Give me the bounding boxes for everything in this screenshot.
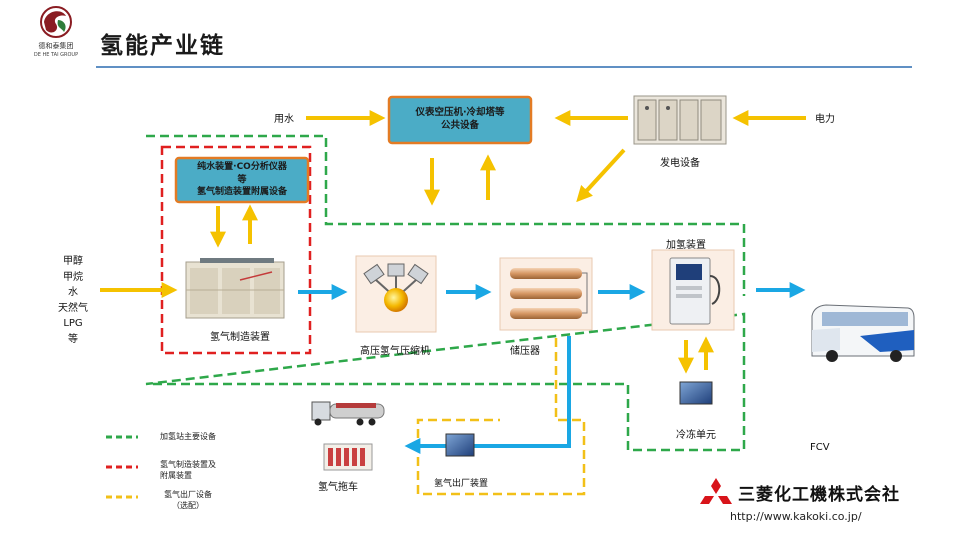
- storage-image: [499, 257, 593, 331]
- page-title: 氢能产业链: [100, 33, 225, 59]
- trailer-label: 氢气拖车: [318, 482, 358, 493]
- shipping-unit-label: 氢气出厂装置: [434, 479, 489, 489]
- feedstock-item: 天然气: [58, 302, 88, 314]
- storage-label: 储压器: [510, 346, 540, 357]
- company-logo: [40, 6, 72, 38]
- auxiliary-line: 纯水装置·CO分析仪器: [197, 162, 287, 172]
- dispenser-image: [651, 249, 735, 331]
- legend-label-red: 氢气制造装置及 附属装置: [160, 460, 216, 480]
- hydrogen-production-label: 氢气制造装置: [210, 332, 270, 343]
- legend-label-yellow: 氢气出厂设备 （选配）: [164, 490, 212, 510]
- public-equipment-line: 公共设备: [440, 120, 479, 131]
- hydrogen-production-image: [185, 258, 285, 319]
- utility-arrows: [100, 110, 806, 374]
- power-diag-arrow: [576, 148, 626, 203]
- power-generation-label: 发电设备: [660, 158, 700, 169]
- power-input-label: 电力: [815, 114, 835, 125]
- feedstock-item: LPG: [63, 318, 83, 329]
- trailer-truck-image: [311, 401, 385, 426]
- public-equipment-box: [387, 95, 533, 145]
- power-generation-image: [633, 95, 727, 145]
- main-equipment-boundary: [145, 134, 746, 452]
- dispenser-label: 加氢装置: [666, 240, 706, 251]
- brand-url[interactable]: http://www.kakoki.co.jp/: [730, 510, 862, 523]
- company-name-en: DE HE TAI GROUP: [33, 52, 79, 58]
- brand-name: 三菱化工機株式会社: [738, 485, 900, 505]
- compressor-label: 高压氢气压缩机: [360, 346, 430, 357]
- fcv-bus-image: [811, 304, 915, 362]
- feedstock-item: 甲醇: [63, 256, 83, 267]
- mitsubishi-logo: [700, 478, 732, 504]
- feedstock-item: 水: [68, 287, 78, 298]
- cooling-unit-image: [679, 381, 713, 405]
- feedstock-list: 甲醇 甲烷 水 天然气 LPG 等: [48, 254, 98, 347]
- feedstock-item: 甲烷: [63, 271, 83, 283]
- auxiliary-line: 氢气制造装置附属设备: [196, 187, 287, 197]
- auxiliary-equipment-text: 纯水装置·CO分析仪器 等 氢气制造装置附属设备: [176, 161, 308, 199]
- public-equipment-text: 仪表空压机·冷却塔等 公共设备: [389, 106, 531, 132]
- fcv-label: FCV: [810, 442, 830, 453]
- auxiliary-equipment-box: [174, 156, 310, 204]
- water-input-label: 用水: [274, 114, 294, 125]
- company-name: 德和泰集团: [38, 42, 74, 50]
- compressor-image: [355, 255, 437, 333]
- shipping-unit-image: [445, 433, 475, 457]
- cooling-unit-label: 冷冻单元: [676, 430, 716, 441]
- shipping-flow-arrow: [404, 336, 571, 454]
- feedstock-item: 等: [68, 333, 78, 345]
- auxiliary-line: 等: [237, 174, 247, 185]
- production-unit-boundary: [160, 145, 312, 355]
- shipping-boundary: [416, 338, 586, 496]
- trailer-rack-image: [323, 443, 373, 471]
- public-equipment-line: 仪表空压机·冷却塔等: [415, 107, 505, 118]
- legend-label-green: 加氢站主要设备: [160, 432, 216, 441]
